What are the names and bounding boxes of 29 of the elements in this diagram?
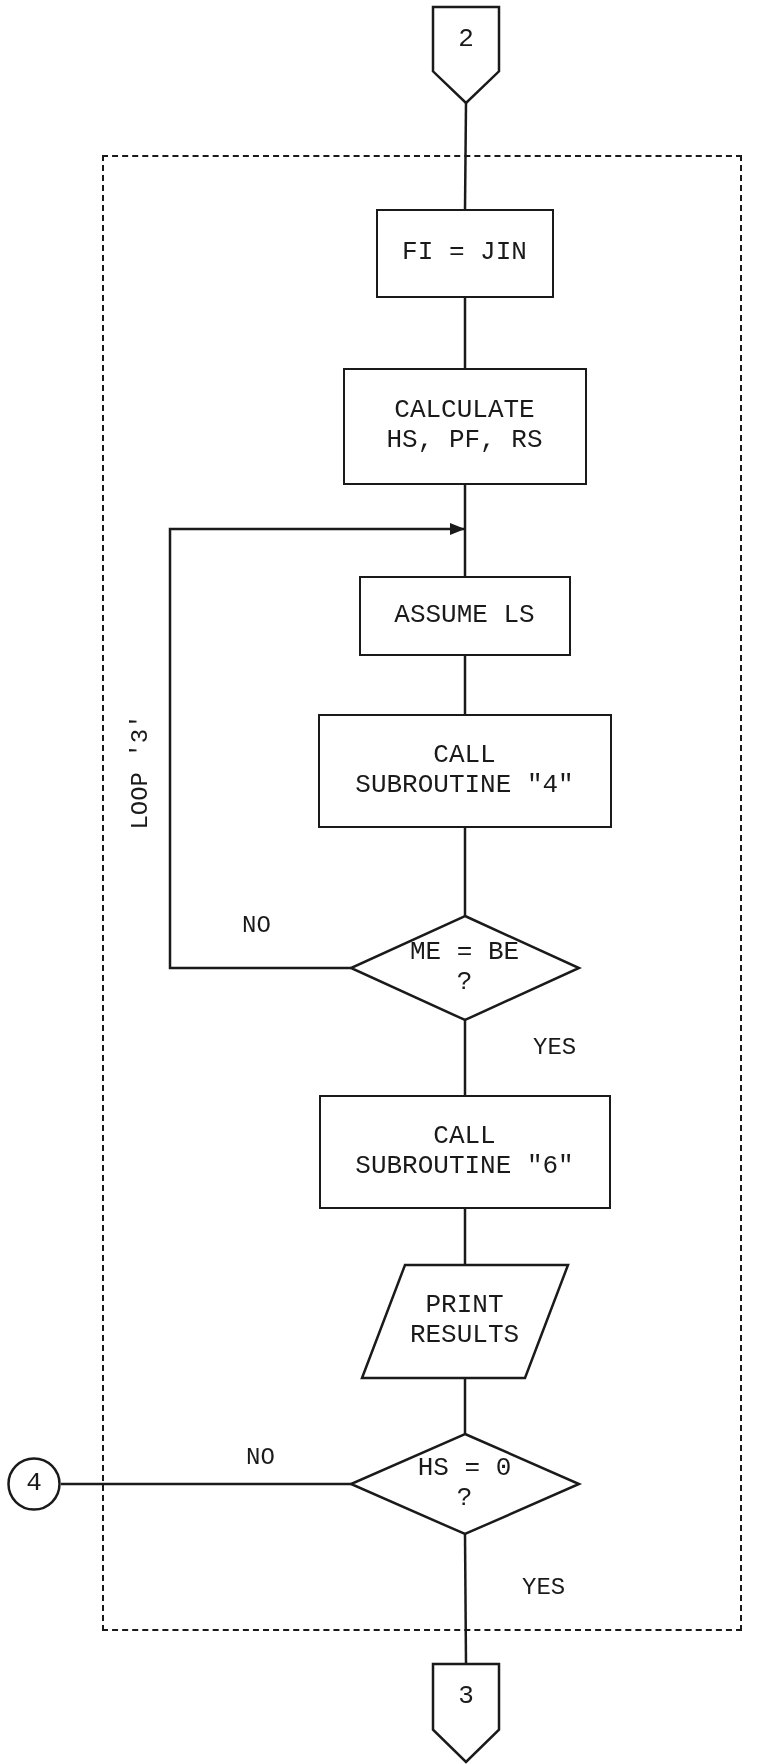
flow-line [463, 828, 467, 916]
step-text: ME = BE ? [408, 937, 521, 998]
loop-label: LOOP '3' [126, 714, 154, 830]
connector-number: 4 [26, 1469, 42, 1499]
flow-line [463, 1534, 468, 1664]
step-text: CALL SUBROUTINE "4" [354, 740, 575, 801]
step-text: HS = 0 ? [416, 1453, 513, 1514]
arrow [168, 523, 465, 970]
process-box [318, 1094, 611, 1209]
step-text: PRINT RESULTS [408, 1291, 521, 1351]
flow-line [463, 1209, 467, 1265]
flow-line [463, 103, 468, 209]
step-text: FI = JIN [402, 238, 527, 268]
flow-line [463, 485, 467, 576]
process-box [317, 713, 612, 828]
flow-line [463, 298, 467, 368]
step-text: CALL SUBROUTINE "6" [354, 1121, 575, 1182]
flow-line [61, 1482, 351, 1486]
process-box [358, 575, 571, 656]
dashed-boundary [102, 155, 742, 1631]
connector-number: 2 [458, 25, 474, 55]
step-text: ASSUME LS [394, 600, 535, 631]
process-box [375, 208, 554, 298]
flow-line [463, 1020, 467, 1095]
connector-number: 3 [458, 1682, 474, 1712]
process-box [342, 367, 587, 485]
flow-line [463, 656, 467, 714]
step-text: CALCULATE HS, PF, RS [385, 396, 544, 456]
flow-line [463, 1378, 467, 1434]
